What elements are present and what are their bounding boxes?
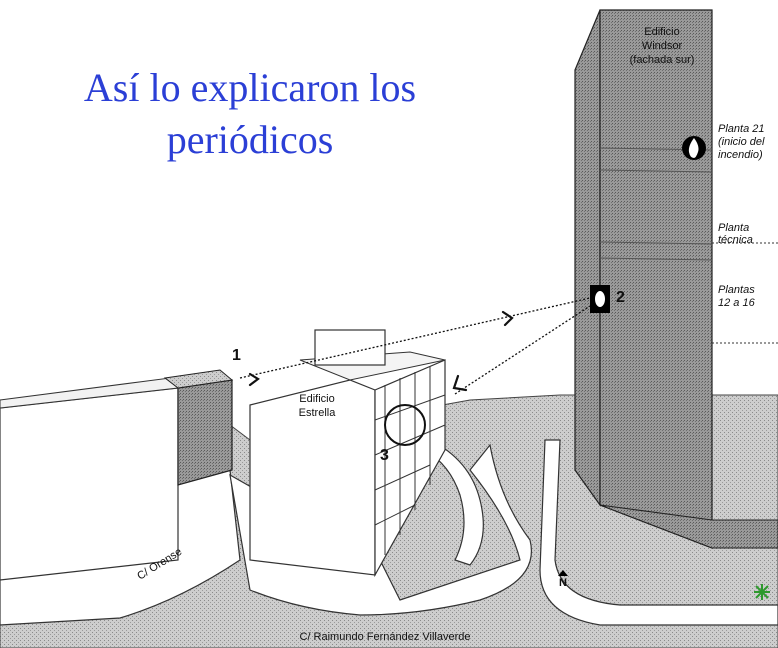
window-marker-icon	[590, 285, 610, 313]
planta21-line3: incendio)	[718, 149, 763, 161]
marker-1: 1	[232, 347, 241, 364]
north-label: N	[559, 577, 567, 589]
title-line-2: periódicos	[166, 117, 334, 162]
sidewalk-center	[229, 443, 532, 616]
title-line-1: Así lo explicaron los	[83, 65, 417, 110]
windsor-base	[599, 504, 778, 549]
estrella-label-line1: Edificio	[299, 393, 334, 405]
page-title: Así lo explicaron los periódicos	[40, 62, 460, 166]
star-icon	[754, 584, 770, 600]
marker-2: 2	[616, 289, 625, 306]
windsor-facade	[599, 9, 713, 549]
north-arrow-icon	[558, 570, 568, 576]
windsor-side	[574, 9, 601, 507]
arrow-mid-icon	[501, 310, 514, 327]
windsor-label-line1: Edificio	[644, 26, 679, 38]
median-strip	[424, 439, 484, 566]
plantas-line1: Plantas	[718, 284, 755, 296]
marker-3: 3	[380, 447, 389, 464]
vantage-building	[177, 379, 233, 486]
left-long-building	[0, 387, 179, 581]
planta21-line2: (inicio del	[718, 136, 765, 148]
sight-line-3	[454, 305, 591, 395]
estrella-label-line2: Estrella	[299, 407, 337, 419]
plantas-line2: 12 a 16	[718, 297, 756, 309]
windsor-label-line3: (fachada sur)	[630, 54, 695, 66]
arrow-1-icon	[248, 372, 260, 387]
highlight-circle	[384, 404, 426, 446]
tecnica-line2: técnica	[718, 234, 753, 246]
tecnica-line1: Planta	[718, 222, 749, 234]
flame-icon	[682, 136, 706, 160]
windsor-label-line2: Windsor	[642, 40, 683, 52]
street-raimundo-label: C/ Raimundo Fernández Villaverde	[300, 631, 471, 643]
arrow-3-icon	[452, 374, 468, 392]
planta21-line1: Planta 21	[718, 123, 764, 135]
